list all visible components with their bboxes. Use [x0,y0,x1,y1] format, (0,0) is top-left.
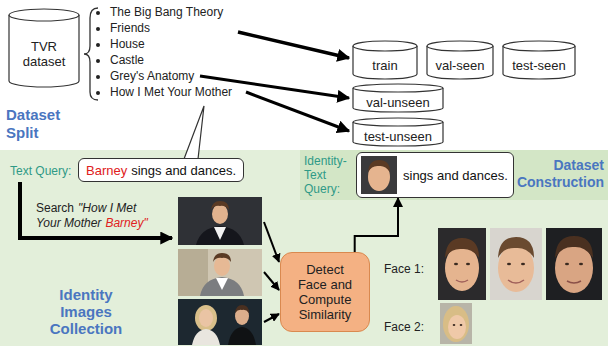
cylinder-top [353,41,417,51]
text-holder: sings and dances. [403,153,509,197]
split-cylinder: val-unseen [352,83,444,113]
node-label: test-seen [512,58,565,73]
text-holder: Dataset Split [6,106,86,142]
text-query-box: Barney sings and dances. [78,158,244,182]
cylinder-top [353,84,443,92]
face-icon [361,156,397,194]
show-name: Grey's Anatomy [110,68,232,84]
speech-pointer [184,106,204,159]
construction-ground [300,150,608,200]
text-holder: Search"How I Met Your MotherBarney" [36,201,164,231]
process-label: Detect Face and Compute Similarity [294,262,356,322]
text-holder: TVR dataset [8,22,80,86]
panel-heading: Dataset Construction [508,157,604,191]
search-arrow [20,182,172,238]
text-holder: test-unseen [352,127,444,145]
split-arrow [246,92,349,131]
cylinder-body [9,15,79,87]
show-name: Castle [110,52,232,68]
face-icon [361,156,397,194]
dataset-cylinder: TVR dataset [8,8,80,88]
query-name: Barney [86,163,127,178]
node-label: TVR dataset [18,39,70,69]
face-crop [440,303,472,344]
text-holder: Identity Images Collection [36,286,136,337]
text-holder: train [352,52,418,78]
face-caption: Face 1: [384,262,424,276]
section-title: Dataset Split [6,106,86,142]
show-list: The Big Bang TheoryFriendsHouseCastleGre… [96,4,232,100]
text-holder: Text Query: [10,164,71,178]
node-label: val-seen [435,58,484,73]
photo [178,197,262,245]
green-ground [0,150,608,346]
face-crop [438,228,486,300]
photo-arrow [264,222,279,262]
text-holder: Dataset Construction [508,157,604,191]
cylinder-top [9,9,79,21]
process-box: Detect Face and Compute Similarity [280,252,370,332]
construction-panel: Identity-Text Query: Dataset Construction… [300,150,608,200]
face-crop [490,228,542,300]
text-holder: test-seen [502,52,576,78]
face-hair [368,160,390,172]
curly-bracket [84,8,98,100]
cylinder-top [503,41,575,51]
photo [178,249,262,296]
face-crop [546,228,602,300]
cylinder-top [427,41,493,51]
identity-text-query-box: sings and dances. [356,152,514,198]
split-cylinder: test-seen [502,40,576,80]
text-holder: val-unseen [352,93,444,111]
split-arrow [238,32,349,58]
face-caption: Face 2: [384,320,424,334]
cylinder-top [353,118,443,126]
text-holder: Face 2: [384,320,424,334]
show-name: How I Met Your Mother [110,84,232,100]
node-label: val-unseen [366,95,430,110]
node-label: test-unseen [364,129,432,144]
query-caption: Text Query: [10,164,71,178]
show-name: Friends [110,20,232,36]
search-label: Barney" [105,216,147,230]
show-name: The Big Bang Theory [110,4,232,20]
split-cylinder: train [352,40,418,80]
photo-arrow [264,272,279,290]
split-cylinder: val-seen [426,40,494,80]
face-background [361,156,397,194]
connector-arrow [355,198,398,252]
panel-label: Identity-Text Query: [304,154,358,196]
show-name: House [110,36,232,52]
section-title: Identity Images Collection [36,286,136,337]
photo [178,299,262,345]
search-label: Search [36,201,74,215]
text-holder: Face 1: [384,262,424,276]
photo-arrow [264,314,279,322]
query-text: sings and dances. [131,163,236,178]
split-cylinder: test-unseen [352,117,444,147]
node-label: train [372,58,397,73]
query-text: sings and dances. [403,168,508,183]
text-holder: val-seen [426,52,494,78]
